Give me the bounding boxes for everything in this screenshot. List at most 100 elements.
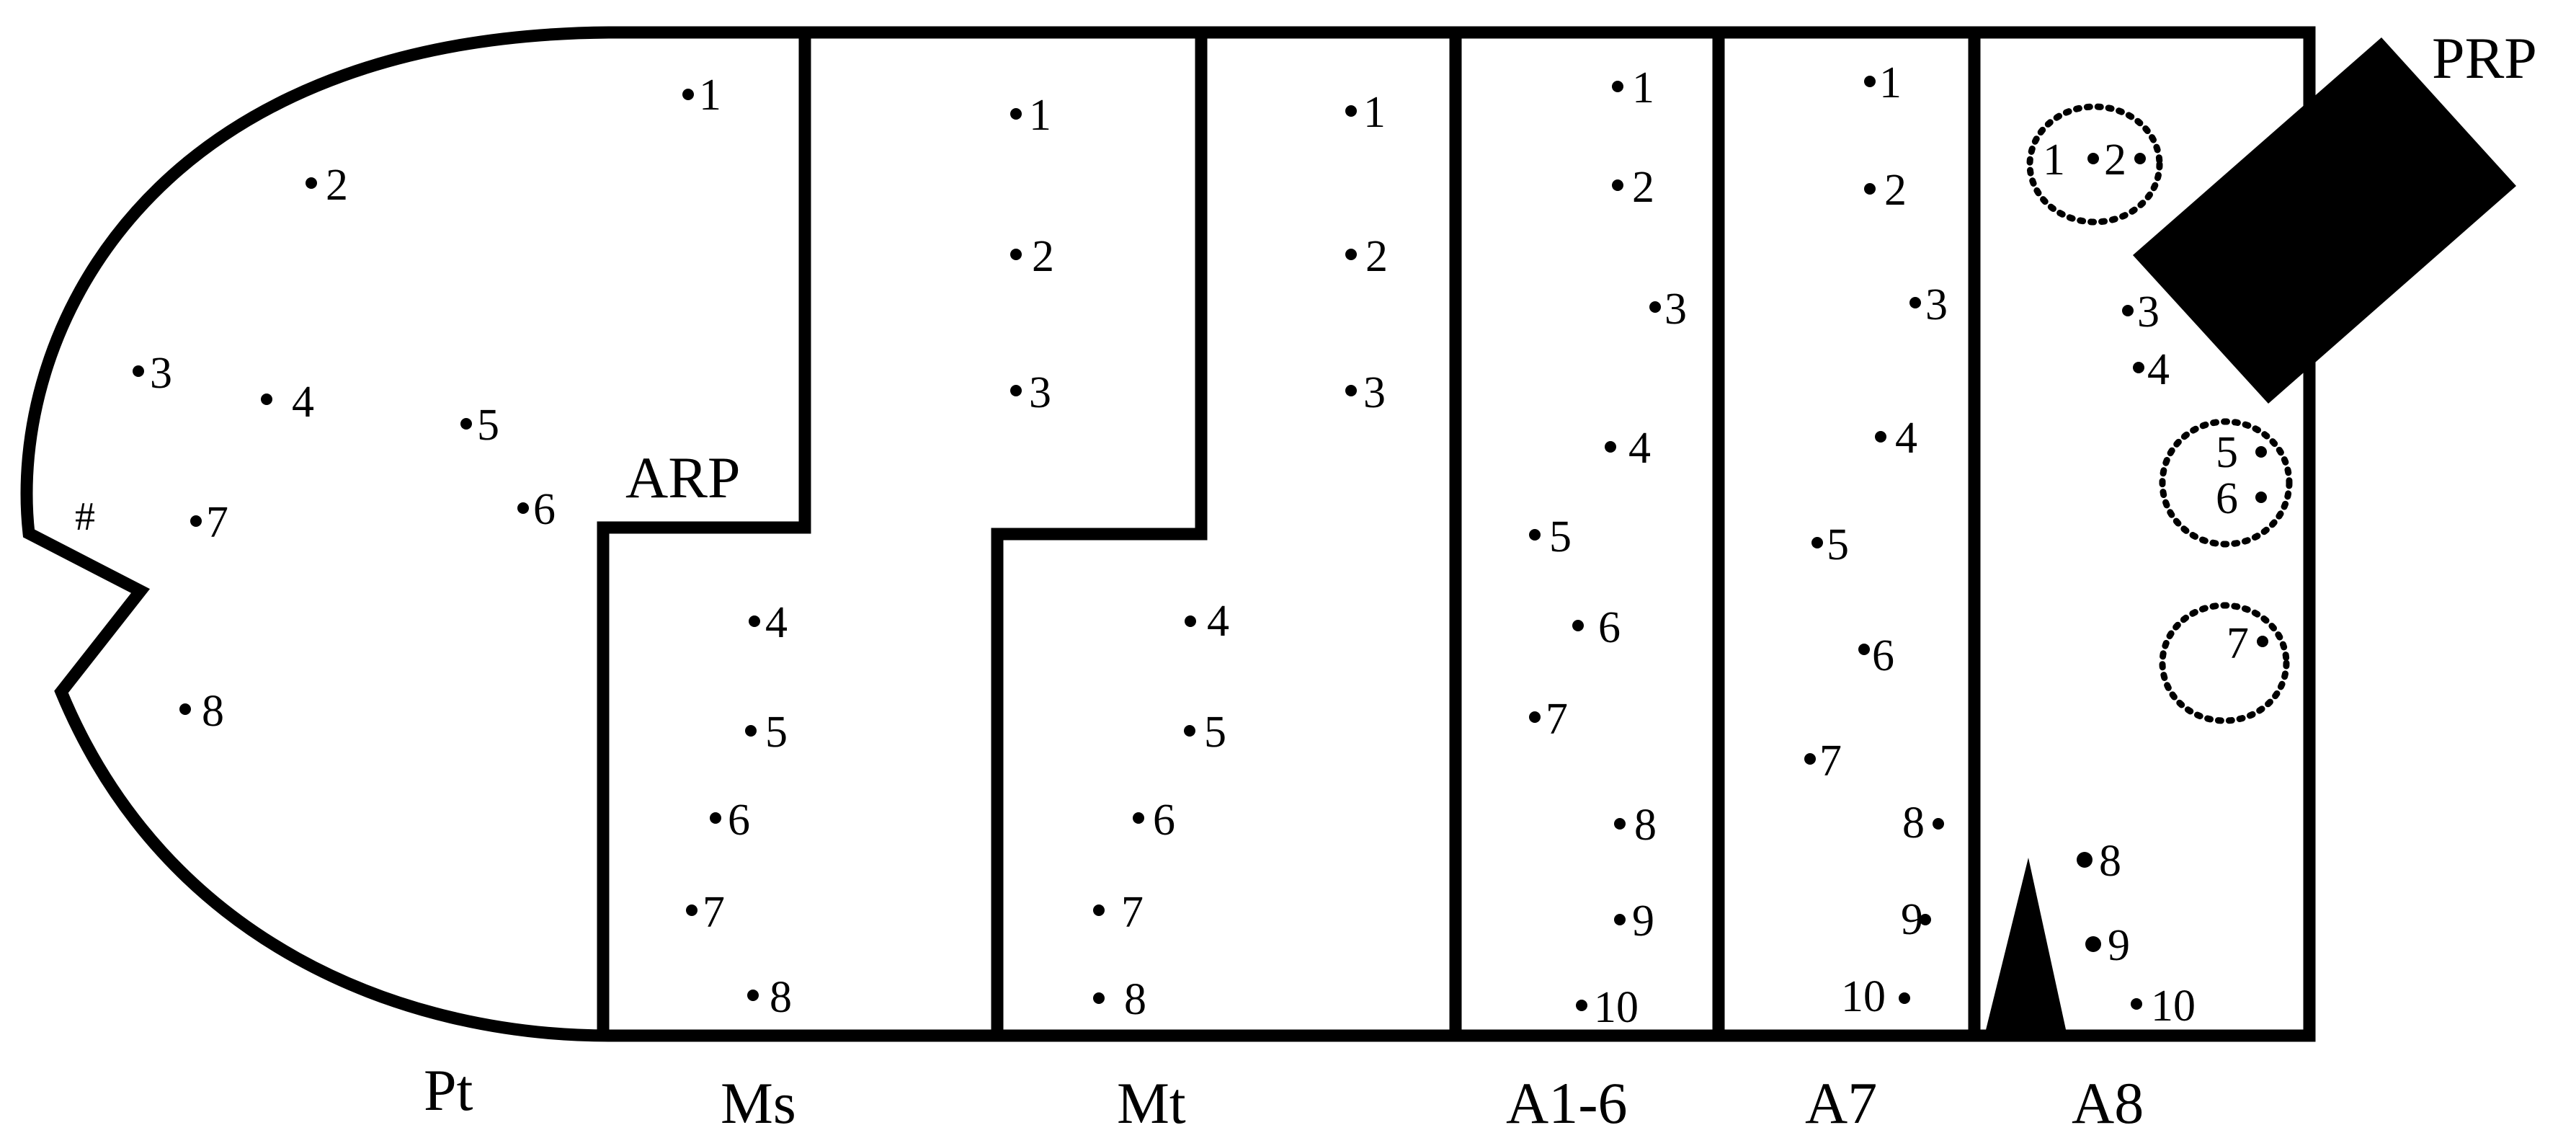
seta-label-mt-5: 5 (1204, 708, 1226, 757)
seta-label-a8-6: 6 (2216, 474, 2238, 523)
seta-dot (1010, 385, 1022, 396)
mt-boundary (991, 32, 1208, 1036)
seta-dot (261, 394, 272, 405)
seta-dot (1612, 81, 1623, 92)
seta-label-a1-6-9: 9 (1632, 897, 1654, 946)
seta-dot (1875, 431, 1886, 443)
seta-dot (1010, 108, 1022, 120)
a8-dotted-circle-7 (2159, 602, 2290, 724)
seta-label-a1-6-5: 5 (1549, 512, 1572, 561)
seta-label-a7-7: 7 (1819, 737, 1842, 786)
ms-boundary (597, 32, 811, 1036)
seta-label-ms-1: 1 (1029, 91, 1051, 140)
seta-label-mt-7: 7 (1121, 888, 1144, 937)
seta-label-mt-4: 4 (1207, 597, 1229, 646)
seta-label-a1-6-8: 8 (1634, 801, 1657, 850)
seta-dot (1572, 620, 1584, 631)
seta-dot (2255, 446, 2267, 458)
seta-dot (1093, 992, 1105, 1004)
segment-label-ms: Ms (721, 1070, 796, 1136)
arp-label: ARP (625, 445, 741, 510)
seta-dot (1864, 183, 1876, 195)
seta-label-pt-4: 4 (292, 378, 314, 427)
seta-dot (1649, 301, 1661, 313)
seta-dot (1345, 105, 1357, 117)
seta-label-a1-6-3: 3 (1664, 285, 1687, 334)
a8-triangle (1985, 858, 2067, 1033)
seta-label-pt-5: 5 (477, 401, 499, 450)
seta-dot (2085, 936, 2101, 952)
seta-label-mt-right-3: 3 (1363, 368, 1386, 417)
seta-label-a1-6-1: 1 (1632, 63, 1654, 112)
seta-dot (1345, 249, 1357, 260)
seta-dot (1605, 441, 1616, 453)
seta-dot (1133, 812, 1144, 824)
seta-label-a8-3: 3 (2137, 288, 2160, 337)
seta-label-a8-1: 1 (2043, 135, 2065, 185)
seta-dot (133, 365, 144, 377)
seta-label-pt-2: 2 (326, 161, 348, 210)
seta-label-a7-1: 1 (1879, 58, 1902, 107)
segment-label-mt: Mt (1117, 1070, 1186, 1136)
seta-dot (1612, 179, 1623, 191)
segment-label-a7: A7 (1805, 1070, 1877, 1136)
seta-label-mt-8: 8 (1124, 975, 1146, 1024)
seta-dot (1614, 818, 1626, 830)
seta-label-ms-2: 2 (1032, 232, 1054, 281)
seta-dot (2133, 362, 2144, 373)
seta-dot (190, 515, 202, 527)
seta-dot (1909, 297, 1921, 308)
seta-dot (749, 615, 760, 627)
seta-label-a7-2: 2 (1884, 166, 1907, 215)
seta-label-ms-3: 3 (1029, 368, 1051, 417)
seta-label-a7-5: 5 (1827, 520, 1849, 569)
hash-mark: # (75, 494, 95, 539)
seta-label-a7-9: 9 (1901, 895, 1923, 944)
seta-label-a7-3: 3 (1925, 280, 1948, 329)
seta-dot (2134, 153, 2146, 164)
seta-dot (306, 177, 317, 189)
seta-dot (179, 703, 191, 715)
seta-dot (710, 812, 721, 824)
seta-label-a7-10: 10 (1841, 972, 1886, 1021)
seta-label-a8-7: 7 (2227, 619, 2249, 668)
seta-dot (1933, 818, 1944, 830)
seta-dot (2077, 852, 2093, 868)
seta-label-pt-1: 1 (699, 71, 721, 120)
a8-dotted-circle-1-2 (2026, 103, 2163, 226)
seta-dot (682, 89, 694, 100)
seta-dot (747, 990, 759, 1001)
seta-label-a8-2: 2 (2104, 135, 2126, 185)
seta-label-pt-8: 8 (202, 687, 224, 736)
seta-label-mt-6: 6 (1153, 796, 1175, 845)
seta-label-a1-6-10: 10 (1594, 983, 1639, 1032)
prp-label: PRP (2432, 25, 2537, 91)
seta-dot (1093, 904, 1105, 916)
seta-dot (1858, 644, 1870, 655)
seta-dot (1920, 914, 1931, 925)
seta-label-a8-5: 5 (2216, 428, 2238, 477)
seta-label-ms-8: 8 (770, 973, 792, 1022)
prp-block (2133, 37, 2516, 404)
seta-label-a1-6-6: 6 (1598, 603, 1621, 652)
segment-label-a8: A8 (2072, 1070, 2144, 1136)
seta-dot (1529, 711, 1541, 723)
seta-label-a1-6-7: 7 (1546, 695, 1568, 744)
seta-dot (1529, 529, 1541, 541)
seta-dot (1614, 914, 1626, 925)
segment-label-a1-6: A1-6 (1506, 1070, 1628, 1136)
seta-dot (1576, 1000, 1587, 1011)
seta-dot (686, 904, 698, 916)
seta-dot (1184, 725, 1195, 737)
seta-label-mt-right-2: 2 (1365, 232, 1388, 281)
seta-label-a7-4: 4 (1895, 414, 1917, 463)
seta-label-pt-6: 6 (533, 485, 556, 534)
seta-dot (1185, 615, 1196, 627)
seta-label-a8-10: 10 (2151, 982, 2196, 1031)
seta-label-a8-9: 9 (2108, 921, 2130, 970)
seta-label-a7-8: 8 (1902, 799, 1925, 848)
seta-dot (1899, 992, 1910, 1004)
seta-label-ms-4: 4 (765, 598, 788, 647)
seta-label-a8-8: 8 (2099, 837, 2121, 886)
